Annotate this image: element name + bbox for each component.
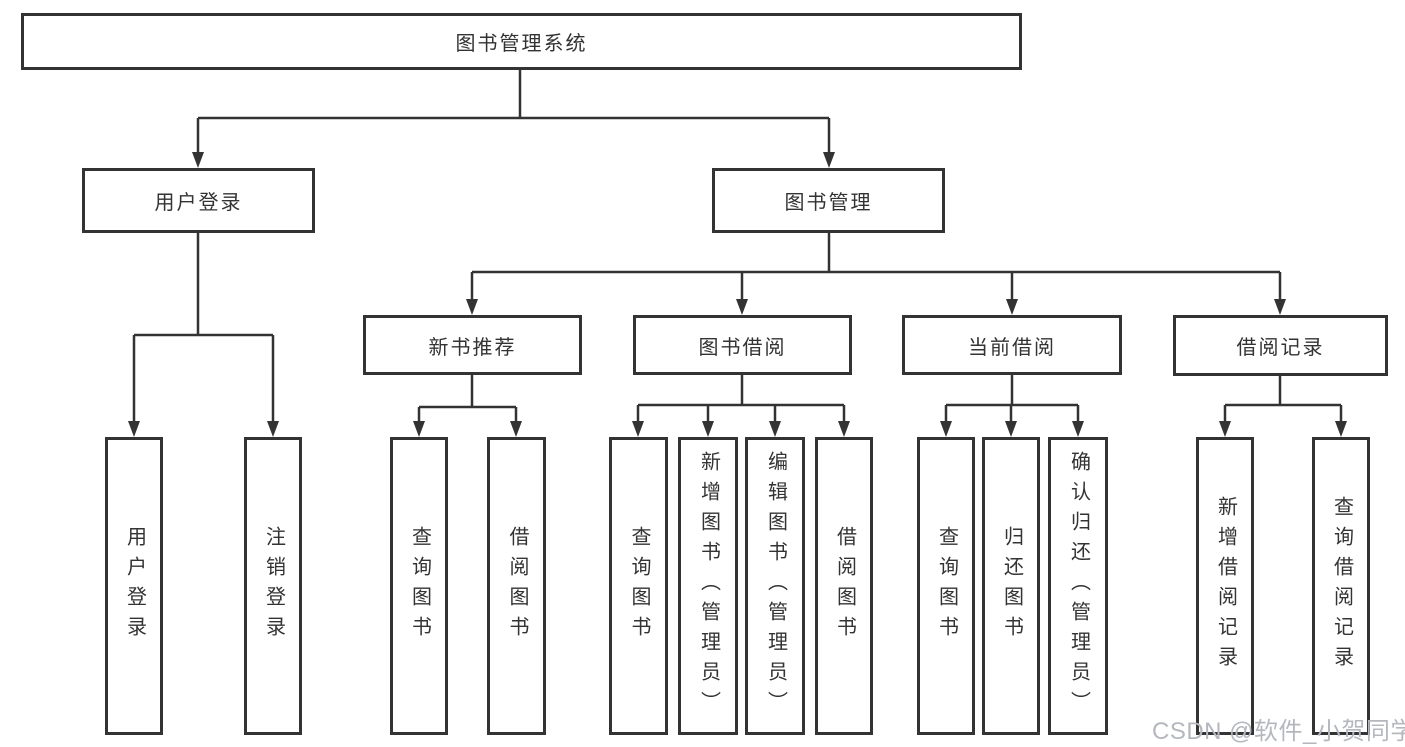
node-book-management: 图书管理	[712, 168, 945, 233]
node-book-borrowing: 图书借阅	[633, 315, 852, 375]
node-label: 图书管理系统	[455, 33, 588, 55]
node-label: 编辑图书（管理员）	[764, 451, 787, 721]
node-label: 图书管理	[784, 192, 873, 214]
node-label: 新增借阅记录	[1214, 496, 1237, 676]
leaf-bb-query-books: 查询图书	[609, 437, 668, 735]
leaf-user-login: 用户登录	[105, 437, 163, 735]
node-label: 注销登录	[262, 526, 285, 646]
node-label: 当前借阅	[968, 336, 1056, 359]
leaf-nbr-borrow-books: 借阅图书	[487, 437, 546, 735]
connector-line-path	[132, 70, 1343, 425]
node-label: 查询图书	[628, 526, 650, 646]
leaf-cb-query-books: 查询图书	[917, 437, 975, 735]
node-label: 图书借阅	[698, 336, 787, 359]
leaf-bb-add-books-admin: 新增图书（管理员）	[678, 437, 738, 735]
leaf-cb-confirm-return-admin: 确认归还（管理员）	[1048, 437, 1108, 735]
watermark: CSDN @软件_小贺同学	[1152, 718, 1405, 745]
node-label: 归还图书	[1000, 526, 1023, 646]
node-label: 确认归还（管理员）	[1067, 451, 1090, 721]
leaf-logout: 注销登录	[244, 437, 302, 735]
node-label: 借阅图书	[833, 526, 856, 646]
node-label: 查询图书	[935, 526, 958, 646]
node-label: 用户登录	[123, 526, 146, 646]
node-label: 查询借阅记录	[1330, 496, 1353, 676]
leaf-br-query-record: 查询借阅记录	[1312, 437, 1370, 735]
leaf-bb-edit-books-admin: 编辑图书（管理员）	[745, 437, 805, 735]
node-label: 用户登录	[154, 192, 243, 214]
node-label: 借阅图书	[506, 526, 528, 646]
leaf-nbr-query-books: 查询图书	[390, 437, 448, 735]
leaf-br-add-record: 新增借阅记录	[1196, 437, 1254, 735]
node-current-borrowing: 当前借阅	[902, 315, 1122, 375]
node-borrowing-records: 借阅记录	[1173, 315, 1388, 376]
node-label: 借阅记录	[1236, 337, 1325, 359]
leaf-bb-borrow-books: 借阅图书	[815, 437, 873, 735]
leaf-cb-return-books: 归还图书	[982, 437, 1040, 735]
node-user-login: 用户登录	[82, 168, 315, 233]
node-label: 查询图书	[408, 526, 431, 646]
node-library-management-system: 图书管理系统	[21, 13, 1022, 70]
node-label: 新增图书（管理员）	[697, 451, 720, 721]
node-label: 新书推荐	[428, 336, 517, 359]
node-new-book-recommendation: 新书推荐	[363, 315, 582, 375]
